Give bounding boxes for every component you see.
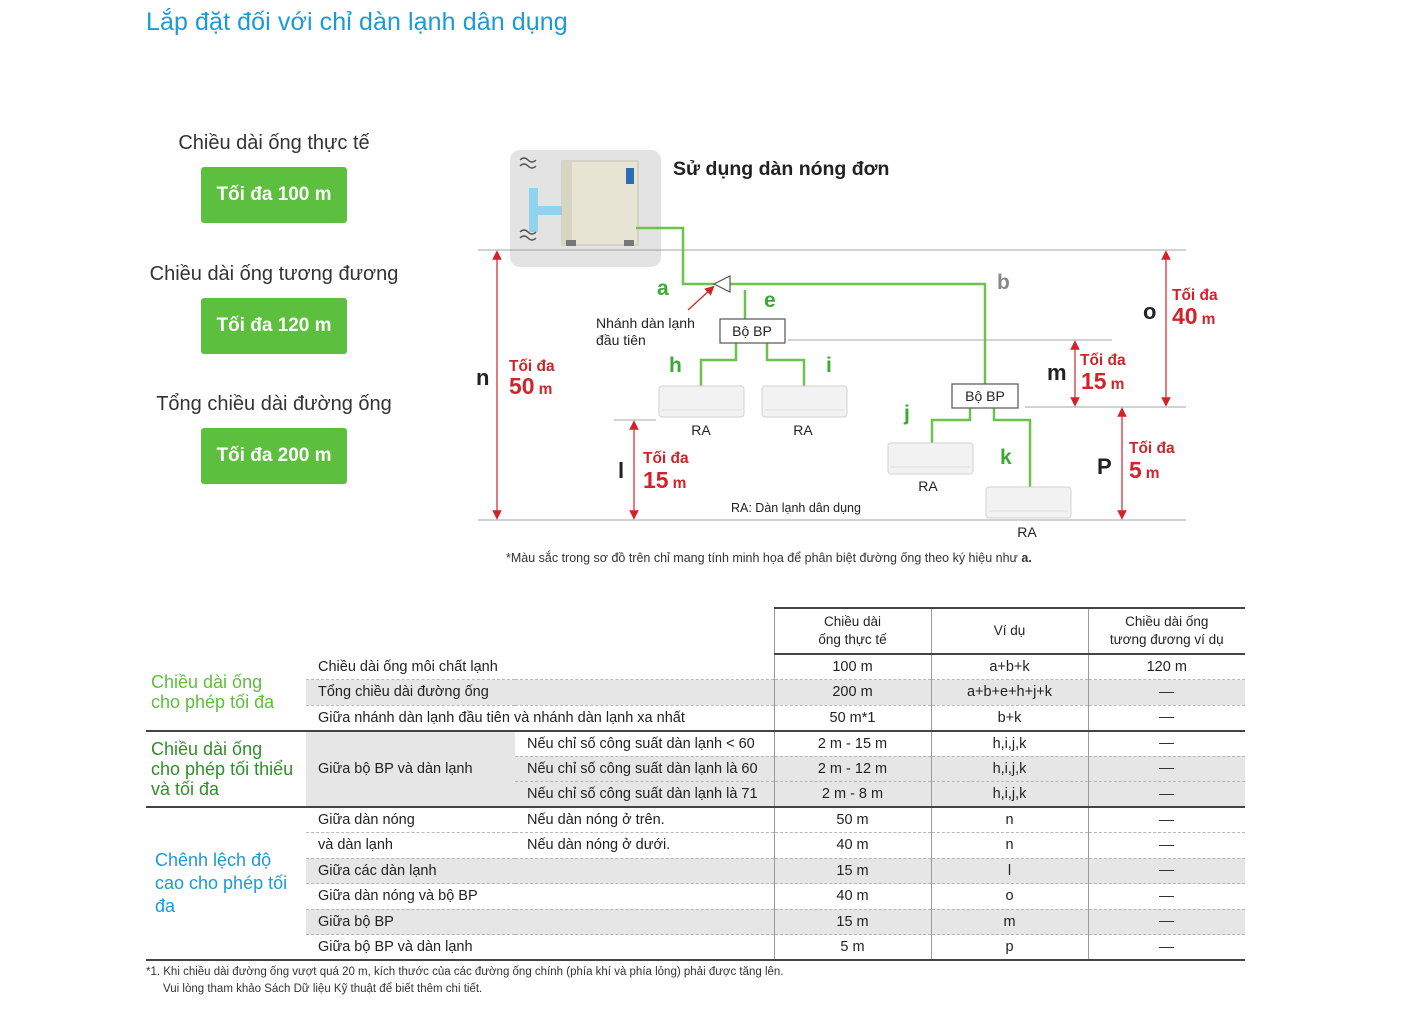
table-row: Giữa bộ BP 15 m m — [146, 909, 1245, 935]
dash-icon — [1159, 946, 1175, 948]
dash-icon — [1159, 691, 1175, 693]
refrigerant-pipes — [636, 226, 1032, 487]
diagram-title: Sử dụng dàn nóng đơn — [673, 158, 889, 180]
dash-icon — [1159, 768, 1175, 770]
dash-icon — [1159, 819, 1175, 821]
ra-label: RA — [793, 422, 813, 438]
bp-unit-1 — [719, 318, 786, 344]
branch-joint-icon — [712, 275, 731, 293]
dash-icon — [1159, 870, 1175, 872]
table-row: Giữa bộ BP và dàn lạnh 5 m p — [146, 934, 1245, 960]
indoor-unit-icon — [985, 486, 1072, 519]
limit-actual-length: Chiều dài ống thực tế Tối đa 100 m — [144, 132, 404, 223]
table-row: và dàn lạnh Nếu dàn nóng ở dưới. 40 m n — [146, 832, 1245, 858]
bp-unit-label: Bộ BP — [965, 388, 1005, 404]
limit-badge: Tối đa 100 m — [201, 167, 347, 223]
table-row: Giữa các dàn lạnh 15 m l — [146, 858, 1245, 884]
ra-label: RA — [1017, 524, 1037, 540]
piping-diagram: Sử dụng dàn nóng đơn Bộ BP Bộ BP RA RA — [476, 150, 1218, 540]
first-branch-label: Nhánh dàn lạnh — [596, 315, 695, 331]
table-row: Giữa dàn nóng và bộ BP 40 m o — [146, 883, 1245, 909]
limit-badge: Tối đa 200 m — [201, 428, 347, 484]
ra-label: RA — [918, 478, 938, 494]
height-letter-l: l — [618, 458, 624, 483]
max-word: Tối đa — [509, 358, 555, 375]
dash-icon — [1159, 844, 1175, 846]
height-letter-p: P — [1097, 454, 1112, 479]
section-label: Chiều dài ống cho phép tối đa — [146, 654, 306, 731]
pipe-letter-h: h — [669, 354, 682, 377]
diagram-footnote: *Màu sắc trong sơ đồ trên chỉ mang tính … — [506, 551, 1032, 565]
pipe-letter-b: b — [997, 271, 1010, 294]
max-word: Tối đa — [1172, 287, 1218, 304]
max-word: Tối đa — [1129, 440, 1175, 457]
indoor-unit-icon — [761, 385, 848, 418]
dash-icon — [1159, 895, 1175, 897]
bp-unit-label: Bộ BP — [732, 323, 772, 339]
bp-unit-2 — [951, 383, 1019, 409]
dash-icon — [1159, 717, 1175, 719]
height-letter-n: n — [476, 365, 489, 390]
table-row: Chênh lệch độ cao cho phép tối đa Giữa d… — [146, 807, 1245, 960]
dash-icon — [1159, 793, 1175, 795]
limit-equivalent-length: Chiều dài ống tương đương Tối đa 120 m — [144, 263, 404, 354]
height-letter-o: o — [1143, 299, 1156, 324]
table-row: Tổng chiều dài đường ống 200 m a+b+e+h+j… — [146, 679, 1245, 705]
limit-label: Chiều dài ống thực tế — [178, 132, 370, 154]
indoor-unit-icon — [658, 385, 745, 418]
pipe-letter-k: k — [1000, 446, 1012, 469]
outdoor-unit-icon — [510, 150, 661, 267]
dash-icon — [1159, 921, 1175, 923]
limit-label: Tổng chiều dài đường ống — [156, 393, 392, 415]
limit-label: Chiều dài ống tương đương — [149, 263, 399, 285]
dash-icon — [1159, 743, 1175, 745]
ra-label: RA — [691, 422, 711, 438]
table-row: Chiều dài ống cho phép tối thiểu và tối … — [146, 730, 1245, 807]
section-label: Chiều dài ống cho phép tối thiểu và tối … — [146, 730, 306, 807]
limit-badge: Tối đa 120 m — [201, 298, 347, 354]
page-title: Lắp đặt đối với chỉ dàn lạnh dân dụng — [146, 8, 568, 36]
indoor-unit-icon — [887, 442, 974, 475]
first-branch-pointer — [687, 285, 715, 311]
pipe-letter-i: i — [826, 354, 832, 377]
table-footnote: *1. Khi chiều dài đường ống vượt quá 20 … — [146, 966, 784, 995]
max-word: Tối đa — [1080, 352, 1126, 369]
table-row: Chiều dài ống cho phép tối đa Chiều dài … — [146, 654, 1245, 731]
pipe-letter-j: j — [903, 402, 910, 425]
pipe-letter-e: e — [764, 289, 776, 312]
max-word: Tối đa — [643, 450, 689, 467]
ra-legend: RA: Dàn lạnh dân dụng — [731, 501, 861, 515]
section-label: Chênh lệch độ cao cho phép tối đa — [146, 807, 306, 960]
first-branch-label: đầu tiên — [596, 332, 646, 348]
table-row: Giữa nhánh dàn lạnh đầu tiên và nhánh dà… — [146, 705, 1245, 731]
limit-total-length: Tổng chiều dài đường ống Tối đa 200 m — [144, 393, 404, 484]
height-letter-m: m — [1047, 360, 1067, 385]
pipe-letter-a: a — [657, 277, 669, 300]
header-example: Ví dụ — [930, 607, 1088, 655]
